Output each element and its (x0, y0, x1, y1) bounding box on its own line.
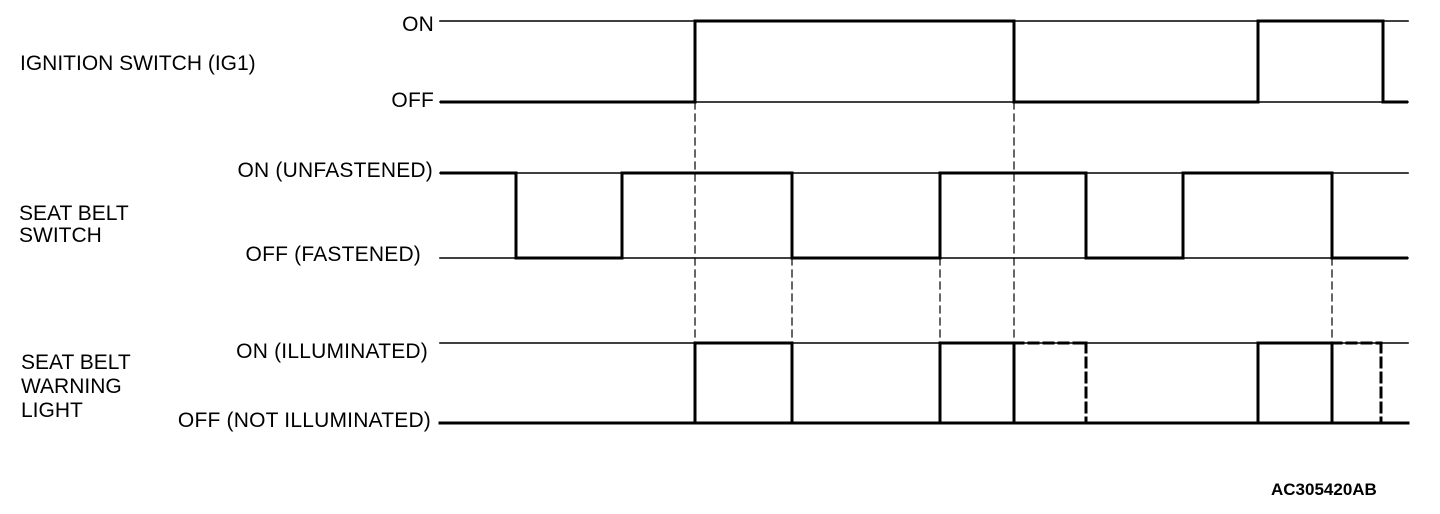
reference-guides (694, 101, 1333, 344)
ignition-on-level-label: ON (402, 13, 434, 36)
warning-pulse-1 (938, 341, 1016, 423)
seat-belt-switch-label: SEAT BELT SWITCH (19, 202, 129, 247)
figure-code: AC305420AB (1271, 480, 1377, 499)
waveforms (438, 19, 1410, 425)
warning-pulse-0 (693, 341, 794, 423)
signal-0-waveform (440, 19, 1408, 104)
ignition-switch-label: IGNITION SWITCH (IG1) (20, 52, 256, 75)
warning-pulse-3 (1256, 341, 1334, 423)
warning-light-label: SEAT BELT WARNING LIGHT (21, 351, 131, 422)
warning-on-level-label: ON (ILLUMINATED) (236, 340, 428, 363)
seat-belt-on-level-label: ON (UNFASTENED) (237, 159, 433, 182)
signal-1-waveform (440, 171, 1408, 260)
ignition-off-level-label: OFF (391, 89, 434, 112)
seat-belt-off-level-label: OFF (FASTENED) (245, 243, 421, 266)
warning-off-level-label: OFF (NOT ILLUMINATED) (177, 409, 431, 432)
